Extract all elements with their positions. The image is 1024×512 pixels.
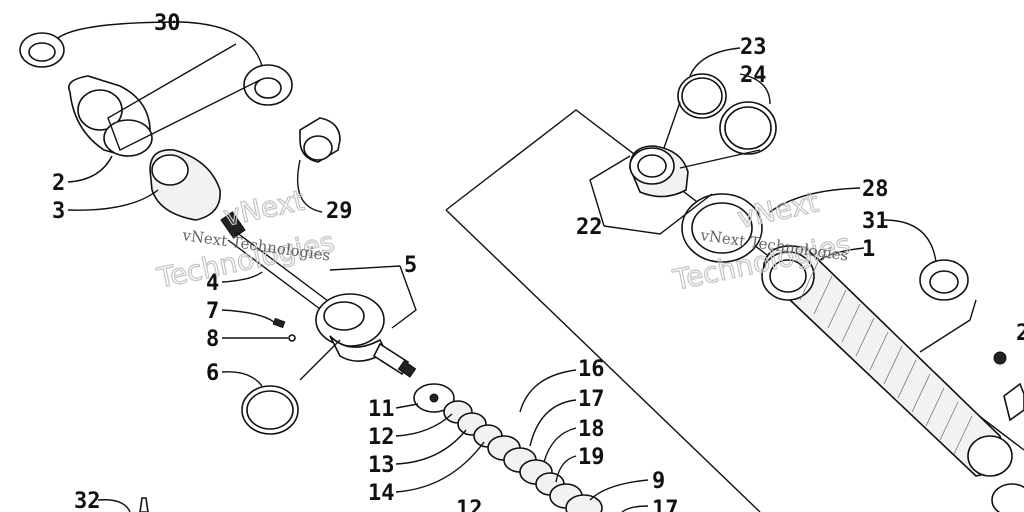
- callout-30: 30: [154, 11, 181, 36]
- pin-32: [139, 497, 149, 512]
- callout-12-a: 12: [368, 425, 395, 450]
- callout-16: 16: [578, 357, 605, 382]
- seal-head-5: [315, 293, 388, 362]
- callout-12-b: 12: [456, 497, 483, 512]
- callout-9: 9: [652, 469, 665, 494]
- callout-8: 8: [206, 327, 219, 352]
- callout-19: 19: [578, 445, 605, 470]
- callout-18: 18: [578, 417, 605, 442]
- o-ring-6: [241, 385, 299, 435]
- bushing-30-left: [19, 32, 65, 68]
- o-ring-23: [677, 73, 727, 119]
- callout-11: 11: [368, 397, 395, 422]
- callout-6: 6: [206, 361, 219, 386]
- o-ring-24: [719, 101, 777, 155]
- sleeve-29: [299, 117, 341, 163]
- bushing-30-right: [243, 64, 293, 106]
- callout-labels: 30 2 3 29 4 5 7 8 6 11 12 13 14 12 16 17…: [52, 11, 1024, 512]
- callout-5: 5: [404, 253, 417, 278]
- small-ball-8: [288, 334, 296, 342]
- shock-body-1: [761, 245, 1024, 512]
- callout-7: 7: [206, 299, 219, 324]
- piston-rod: [227, 231, 341, 319]
- shim-stack: [413, 383, 603, 512]
- callout-29: 29: [326, 199, 353, 224]
- spring-collar-28: [681, 193, 763, 263]
- watermark-big-1-left: vNext: [221, 184, 308, 233]
- callout-24: 24: [740, 63, 767, 88]
- callout-2: 2: [52, 171, 65, 196]
- callout-2-right: 2: [1016, 321, 1024, 346]
- callout-3: 3: [52, 199, 65, 224]
- callout-23: 23: [740, 35, 767, 60]
- callout-1: 1: [862, 237, 875, 262]
- bushing-31: [919, 259, 969, 301]
- small-screw-7: [272, 317, 286, 329]
- callout-14: 14: [368, 481, 395, 506]
- floating-piston-22: [629, 145, 689, 198]
- callout-4: 4: [206, 271, 219, 296]
- callout-32: 32: [74, 489, 101, 512]
- callout-31: 31: [862, 209, 889, 234]
- valve-fitting: [993, 351, 1024, 422]
- callout-17-b: 17: [652, 497, 679, 512]
- bump-stop-3: [149, 149, 221, 221]
- leader-lines: [57, 21, 977, 512]
- watermark-big-1-right: vNext: [735, 186, 822, 235]
- callout-17-a: 17: [578, 387, 605, 412]
- rod-tip: [372, 342, 417, 378]
- callout-13: 13: [368, 453, 395, 478]
- callout-28: 28: [862, 177, 889, 202]
- callout-22: 22: [576, 215, 603, 240]
